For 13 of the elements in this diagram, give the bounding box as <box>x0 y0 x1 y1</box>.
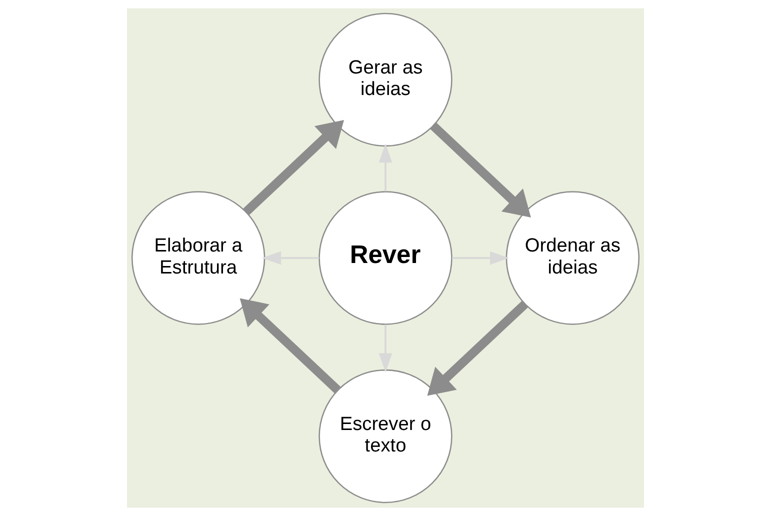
arrow <box>427 300 528 396</box>
node-circle: Escrever o texto <box>318 369 452 504</box>
node-circle: Gerar as ideias <box>318 12 452 147</box>
arrow <box>240 298 341 394</box>
arrow <box>452 251 510 265</box>
arrow <box>243 120 344 215</box>
node-circle: Elaborar a Estrutura <box>131 191 266 325</box>
arrow <box>378 324 392 372</box>
arrow <box>430 122 531 218</box>
arrow <box>262 251 320 265</box>
node-circle: Ordenar as ideias <box>506 191 640 325</box>
arrow <box>378 144 392 192</box>
node-circle: Rever <box>318 191 452 325</box>
